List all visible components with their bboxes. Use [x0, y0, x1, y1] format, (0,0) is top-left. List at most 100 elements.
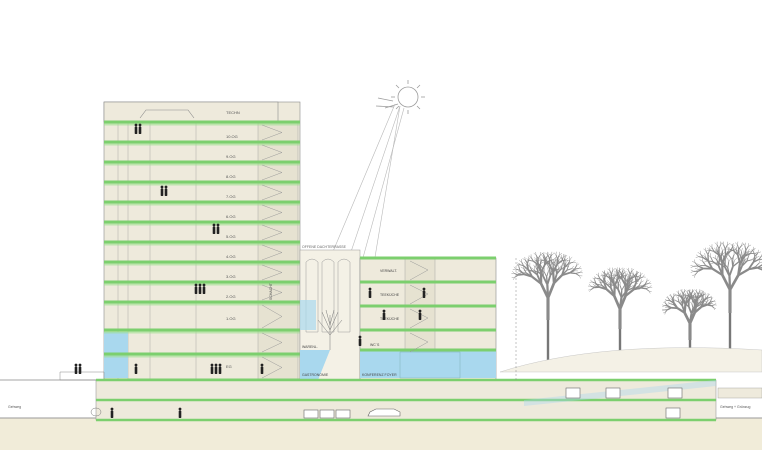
tree-branch	[623, 277, 628, 282]
tree-branch	[518, 272, 522, 275]
tree-branch	[614, 267, 617, 271]
tree-branch	[694, 259, 696, 263]
tree-branch	[628, 270, 631, 275]
tree-branch	[741, 260, 745, 267]
tree-branch	[681, 302, 686, 304]
tree-branch	[612, 268, 616, 271]
tree-branch	[681, 305, 686, 314]
tree-branch	[664, 299, 668, 301]
tree-branch	[745, 250, 749, 253]
tree-branch	[738, 260, 744, 263]
annex-room-label: TEEKÜCHE	[380, 317, 400, 321]
tree-branch	[691, 303, 694, 309]
tree-branch	[703, 291, 706, 294]
tree-branch	[728, 276, 732, 290]
tree-branch	[639, 274, 642, 279]
tree-branch	[729, 248, 734, 252]
tree-branch	[733, 252, 737, 255]
tree-branch	[727, 261, 730, 268]
floor-band	[104, 243, 300, 246]
tree-branch	[744, 242, 746, 246]
tree-branch	[752, 246, 754, 251]
floor-slab	[104, 352, 300, 356]
person-head	[368, 287, 372, 291]
annex-room-label: VERWALT.	[380, 269, 397, 273]
tree-branch	[515, 268, 521, 271]
tree-branch	[757, 251, 761, 254]
tree-branch	[545, 256, 547, 261]
tree-branch	[732, 260, 735, 267]
tree-branch	[733, 256, 735, 261]
person-body	[216, 226, 220, 234]
tree-branch	[736, 244, 740, 250]
tree-branch	[613, 270, 617, 273]
person-head	[164, 185, 168, 189]
tree-branch	[544, 262, 548, 265]
tree-branch	[699, 298, 703, 303]
person-body	[368, 290, 372, 298]
tree-branch	[551, 266, 552, 271]
tree-branch	[709, 245, 713, 248]
tree-branch	[644, 283, 647, 287]
tree-branch	[620, 290, 628, 298]
tree-branch	[755, 255, 760, 259]
tree-branch	[610, 270, 614, 275]
tree-branch	[703, 248, 707, 252]
tree-branch	[552, 257, 556, 260]
tree-branch	[561, 260, 563, 265]
tree-branch	[606, 271, 609, 275]
tree-branch	[545, 276, 549, 285]
tree-branch	[696, 291, 699, 295]
tree-branch	[531, 275, 542, 285]
floor-band	[104, 123, 300, 126]
person-head	[382, 309, 386, 313]
tree-branch	[706, 249, 710, 251]
tree-branch	[624, 283, 628, 286]
tree-branch	[595, 273, 599, 276]
tree-branch	[707, 250, 710, 256]
tree-branch	[597, 279, 601, 282]
tree-branch	[693, 293, 696, 296]
tree-branch	[569, 256, 573, 260]
tree-branch	[599, 281, 603, 286]
tree-branch	[709, 303, 712, 306]
tree-branch	[753, 248, 755, 252]
floor-label: 2.OG	[226, 294, 236, 299]
stair-flight	[261, 144, 283, 161]
tree-branch	[697, 293, 699, 297]
tree-branch	[526, 261, 528, 265]
tree-branch	[561, 257, 565, 262]
tree-branch	[600, 273, 604, 276]
tree-branch	[518, 260, 522, 263]
tree-branch	[613, 295, 622, 310]
tree-branch	[720, 242, 724, 245]
tree-branch	[631, 280, 636, 284]
tree-branch	[688, 298, 691, 303]
tree-branch	[629, 275, 633, 280]
tree-branch	[698, 293, 702, 295]
tree-branch	[572, 260, 576, 263]
tree-branch	[533, 264, 537, 268]
tree-branch	[630, 279, 634, 282]
person-head	[358, 335, 362, 339]
tree-branch	[682, 291, 685, 295]
tree-branch	[676, 291, 679, 293]
tree-branch	[635, 278, 639, 282]
floor-band	[104, 223, 300, 226]
tree-branch	[744, 252, 749, 257]
tree-branch	[535, 263, 539, 269]
tree-branch	[711, 247, 715, 252]
tree-branch	[631, 268, 635, 271]
tree-branch	[521, 261, 524, 267]
tree-branch	[691, 296, 695, 300]
tree-branch	[636, 271, 640, 275]
tree-branch	[559, 268, 563, 270]
stair-flight	[261, 356, 283, 379]
floor-band	[104, 303, 300, 306]
foyer-label: KONFERENZ FOYER	[362, 373, 397, 377]
tree-branch	[563, 257, 566, 262]
tree-branch	[737, 257, 741, 263]
tree-branch	[754, 253, 758, 255]
tree-branch	[713, 299, 716, 302]
tree-branch	[743, 258, 747, 261]
